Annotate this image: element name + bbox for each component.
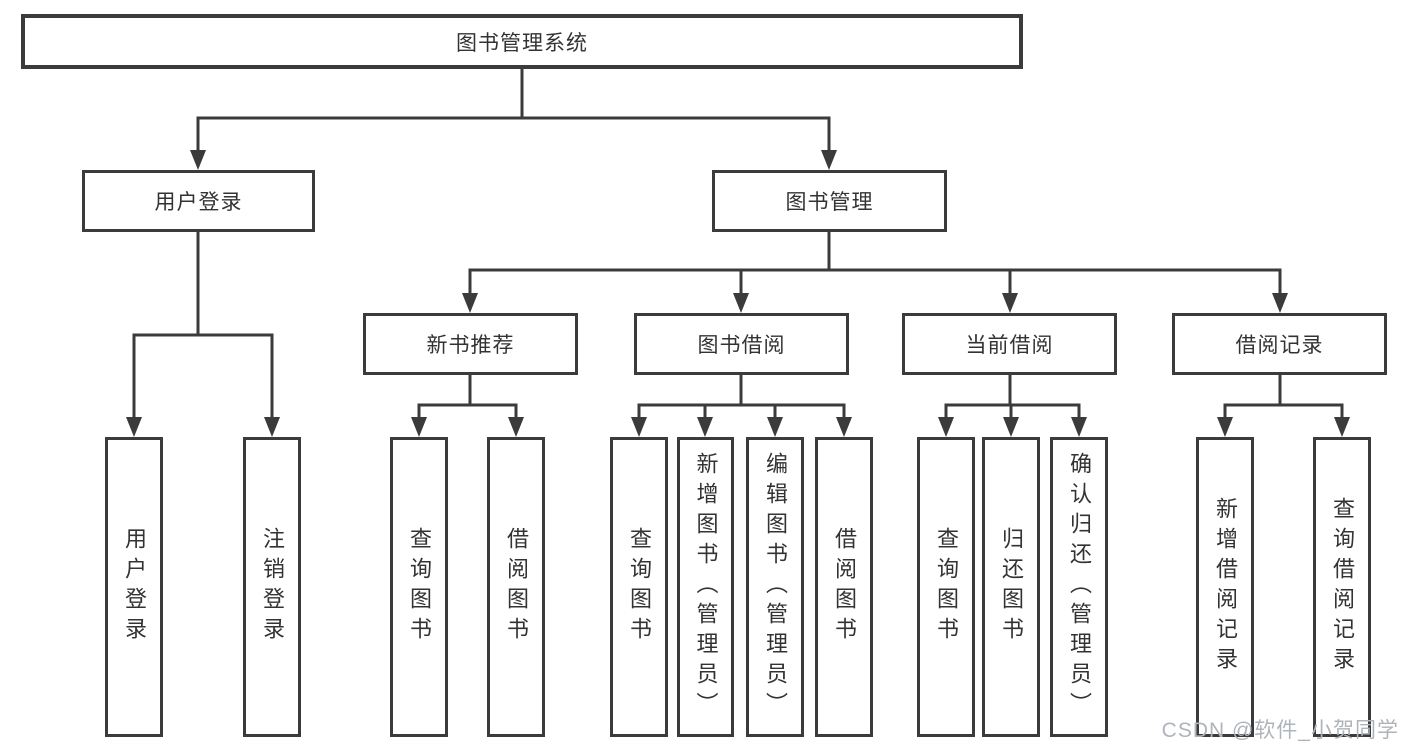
node-leaf-query-borrow-record: 查询借阅记录 — [1313, 437, 1371, 737]
node-leaf-confirm-return-admin: 确认归还（管理员） — [1050, 437, 1108, 737]
leaf-label: 查询图书 — [627, 527, 652, 647]
node-leaf-borrow-books-2: 借阅图书 — [815, 437, 873, 737]
node-current-borrowing: 当前借阅 — [902, 313, 1117, 375]
node-leaf-user-login: 用户登录 — [105, 437, 163, 737]
node-book-borrowing: 图书借阅 — [634, 313, 849, 375]
node-user-login-module: 用户登录 — [82, 170, 315, 232]
node-system-root: 图书管理系统 — [21, 14, 1023, 69]
leaf-label: 借阅图书 — [504, 527, 529, 647]
node-new-book-recommend: 新书推荐 — [363, 313, 578, 375]
csdn-watermark: CSDN @软件_小贺同学 — [1161, 719, 1399, 742]
node-leaf-add-borrow-record: 新增借阅记录 — [1196, 437, 1254, 737]
node-leaf-borrow-books-1: 借阅图书 — [487, 437, 545, 737]
leaf-label: 确认归还（管理员） — [1067, 452, 1092, 722]
node-leaf-add-books-admin: 新增图书（管理员） — [677, 437, 734, 737]
leaf-label: 用户登录 — [122, 527, 147, 647]
arrowheads — [126, 150, 1350, 437]
node-book-management-module: 图书管理 — [712, 170, 947, 232]
node-leaf-edit-books-admin: 编辑图书（管理员） — [746, 437, 804, 737]
leaf-label: 归还图书 — [999, 527, 1024, 647]
node-borrowing-records: 借阅记录 — [1172, 313, 1387, 375]
node-leaf-logout: 注销登录 — [243, 437, 301, 737]
node-leaf-query-books-2: 查询图书 — [610, 437, 668, 737]
leaf-label: 注销登录 — [260, 527, 285, 647]
leaf-label: 查询借阅记录 — [1330, 497, 1355, 677]
node-leaf-query-books-1: 查询图书 — [390, 437, 448, 737]
leaf-label: 编辑图书（管理员） — [763, 452, 788, 722]
node-leaf-query-books-3: 查询图书 — [917, 437, 975, 737]
node-leaf-return-books: 归还图书 — [982, 437, 1040, 737]
leaf-label: 查询图书 — [407, 527, 432, 647]
leaf-label: 新增图书（管理员） — [693, 452, 719, 722]
leaf-label: 借阅图书 — [832, 527, 857, 647]
leaf-label: 查询图书 — [934, 527, 959, 647]
leaf-label: 新增借阅记录 — [1213, 497, 1238, 677]
